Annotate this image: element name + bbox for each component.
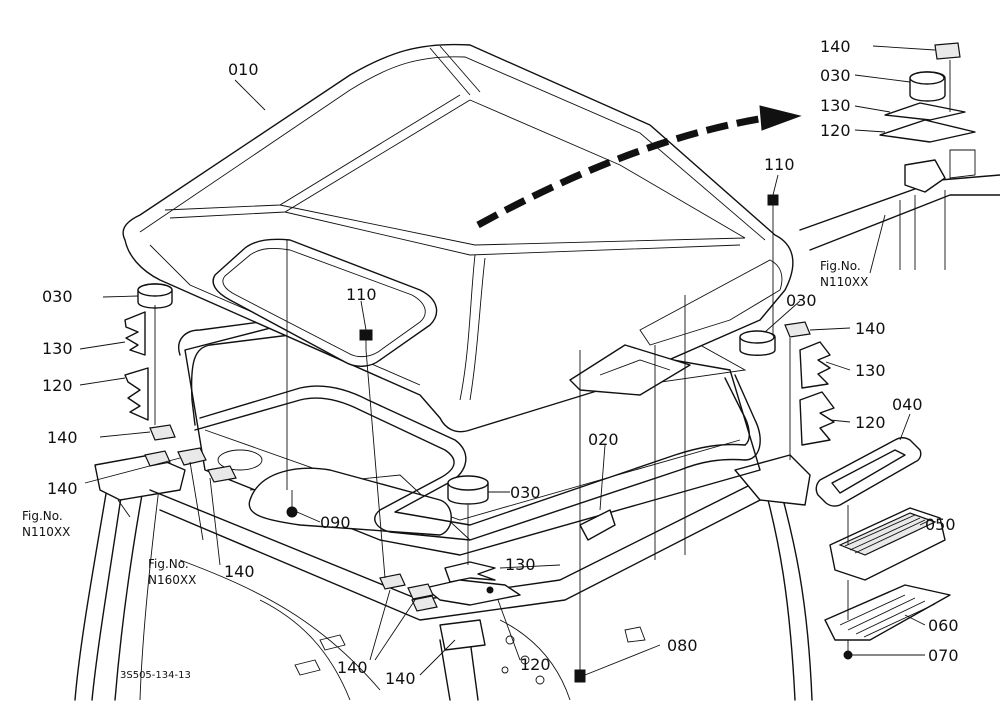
figure-references: Fig.No. N110XX Fig.No. N110XX Fig.No. N1… (22, 259, 868, 681)
label-110-center: 110 (346, 285, 377, 304)
label-070: 070 (928, 646, 959, 665)
label-030-right: 030 (786, 291, 817, 310)
rotation-arrow (476, 105, 802, 229)
label-130-left: 130 (42, 339, 73, 358)
label-130-bottom: 130 (505, 555, 536, 574)
label-140-bottom-a: 140 (337, 658, 368, 677)
label-040: 040 (892, 395, 923, 414)
label-120-right: 120 (855, 413, 886, 432)
label-140-right: 140 (855, 319, 886, 338)
label-140-left-upper: 140 (47, 428, 78, 447)
label-030-center: 030 (510, 483, 541, 502)
label-120-bottom: 120 (520, 655, 551, 674)
label-030-inset: 030 (820, 66, 851, 85)
fig-ref-center-line1: Fig.No. (148, 557, 189, 571)
label-050: 050 (925, 515, 956, 534)
fig-ref-right-line1: Fig.No. (820, 259, 861, 273)
label-140-inset: 140 (820, 37, 851, 56)
components (124, 42, 976, 683)
drawing-code: 3S505-134-13 (120, 670, 191, 681)
label-120-inset: 120 (820, 121, 851, 140)
label-130-inset: 130 (820, 96, 851, 115)
roof-010 (122, 43, 794, 433)
fig-ref-left-line1: Fig.No. (22, 509, 63, 523)
label-110-right: 110 (764, 155, 795, 174)
part-labels: 010 030 130 120 140 140 110 090 030 020 … (42, 37, 959, 688)
label-120-left: 120 (42, 376, 73, 395)
label-080: 080 (667, 636, 698, 655)
label-130-right: 130 (855, 361, 886, 380)
label-140-bottom-b: 140 (385, 669, 416, 688)
label-090: 090 (320, 513, 351, 532)
cab-frame (74, 149, 1000, 701)
fig-ref-center-line2: N160XX (148, 573, 196, 587)
leader-lines (79, 45, 936, 676)
guide-lines (154, 225, 849, 620)
label-060: 060 (928, 616, 959, 635)
label-020: 020 (588, 430, 619, 449)
label-140-left-lower: 140 (47, 479, 78, 498)
seal-loop (178, 309, 761, 541)
label-140-mid: 140 (224, 562, 255, 581)
label-030-left: 030 (42, 287, 73, 306)
fig-ref-right-line2: N110XX (820, 275, 868, 289)
label-010: 010 (228, 60, 259, 79)
fig-ref-left-line2: N110XX (22, 525, 70, 539)
